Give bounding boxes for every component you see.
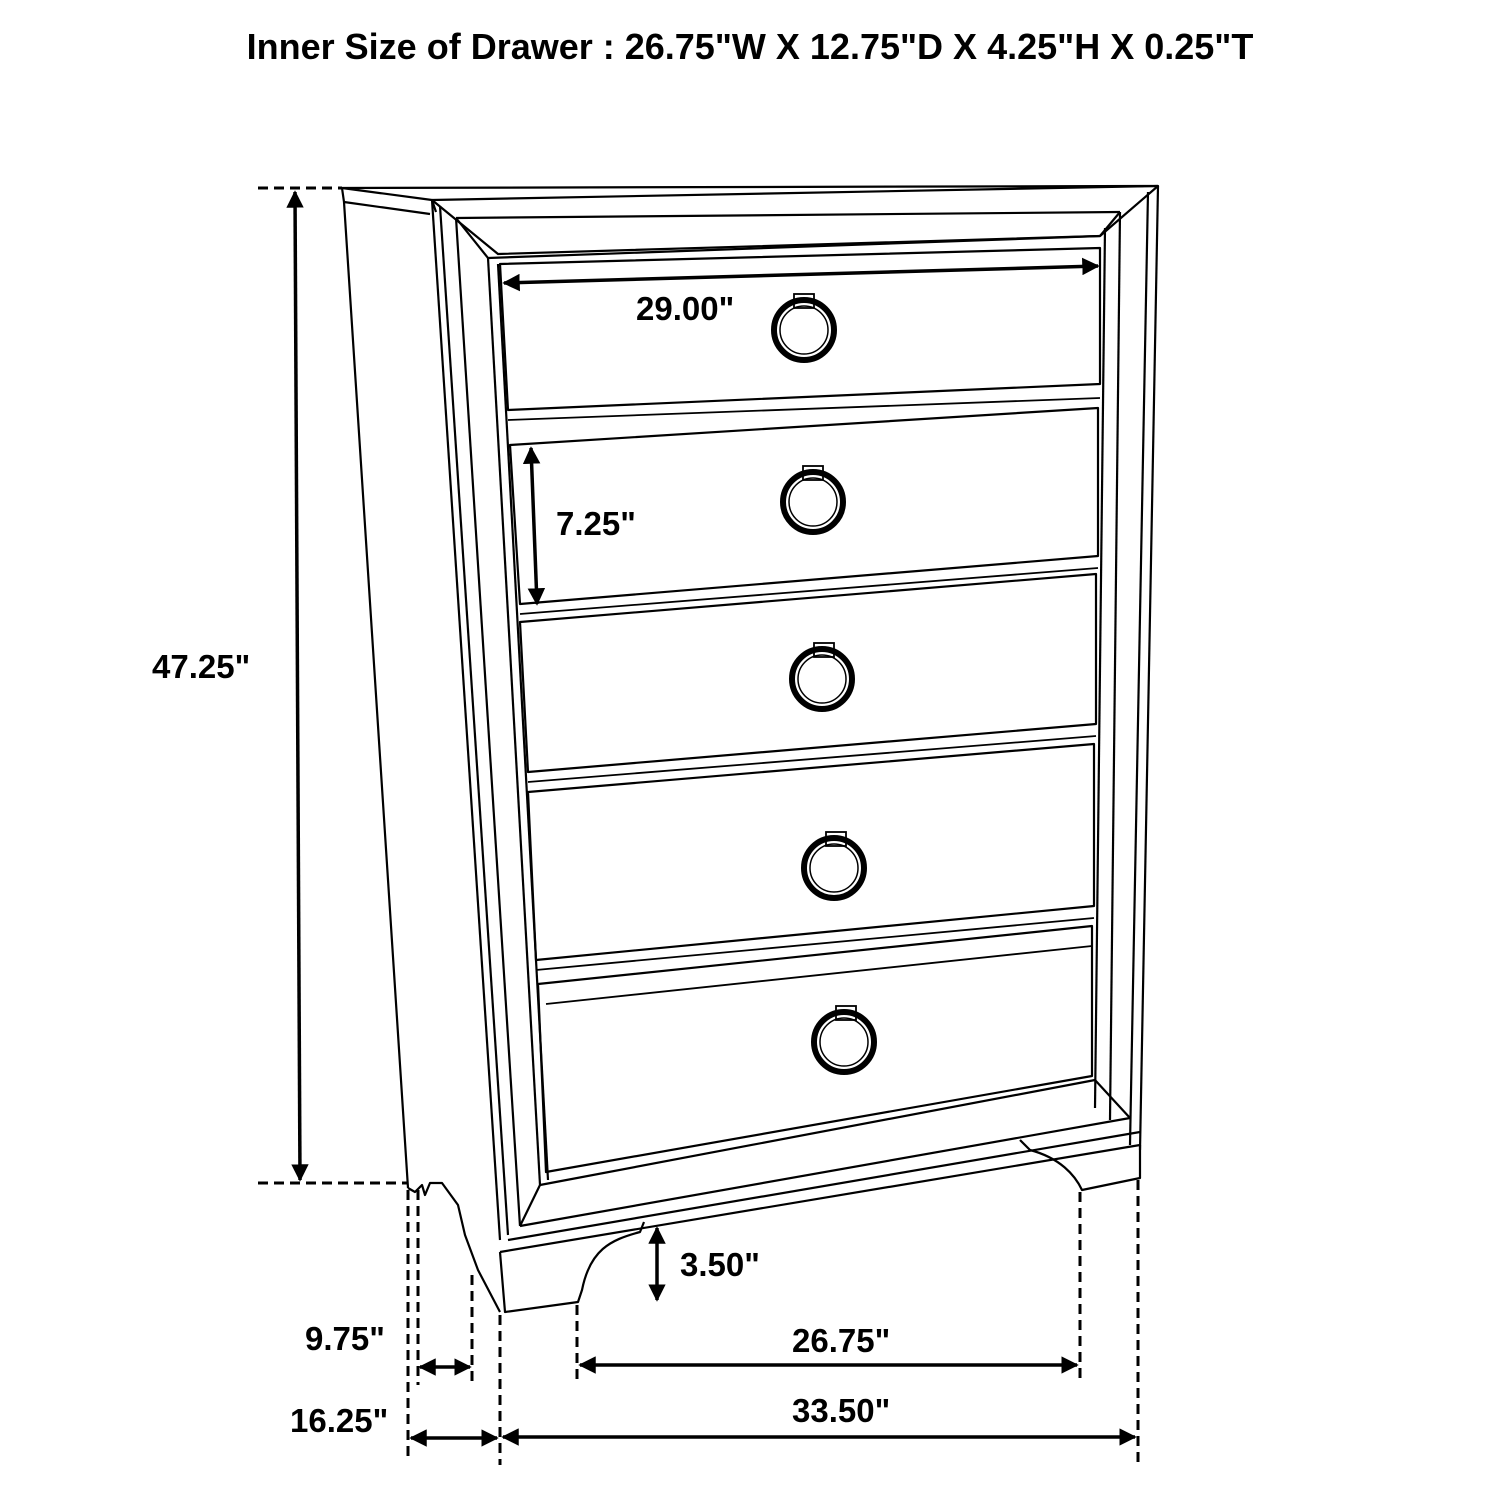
drawer-3[interactable] bbox=[518, 572, 1098, 783]
drawer-1[interactable] bbox=[498, 246, 1102, 421]
front-left-foot bbox=[498, 1221, 646, 1314]
drawer-2[interactable] bbox=[508, 406, 1100, 615]
ring-pull-icon bbox=[789, 642, 855, 712]
inner-leg-width-label: 26.75" bbox=[792, 1322, 890, 1359]
ring-pull-icon bbox=[811, 1005, 877, 1075]
overall-height-label: 47.25" bbox=[152, 648, 250, 685]
dimension-drawer-height: 7.25" bbox=[522, 446, 636, 606]
ring-pull-icon bbox=[801, 831, 867, 901]
side-foot bbox=[407, 1181, 501, 1313]
drawer-5[interactable] bbox=[536, 924, 1094, 1174]
dimension-inner-depth: 9.75" bbox=[305, 1190, 474, 1385]
leg-height-label: 3.50" bbox=[680, 1246, 760, 1283]
dimension-inner-leg-width: 26.75" bbox=[575, 1192, 1082, 1380]
inner-depth-label: 9.75" bbox=[305, 1320, 385, 1357]
drawer-width-label: 29.00" bbox=[636, 290, 734, 327]
dimension-drawer-width: 29.00" bbox=[502, 257, 1100, 327]
front-right-foot bbox=[1019, 1139, 1142, 1192]
dimension-overall-width: 33.50" bbox=[498, 1180, 1140, 1465]
dimension-leg-height: 3.50" bbox=[648, 1226, 760, 1302]
inner-drawer-size-title: Inner Size of Drawer : 26.75"W X 12.75"D… bbox=[246, 26, 1254, 67]
overall-width-label: 33.50" bbox=[792, 1392, 890, 1429]
drawer-4[interactable] bbox=[526, 742, 1096, 971]
dimension-overall-depth: 16.25" bbox=[290, 1190, 499, 1460]
ring-pull-icon bbox=[771, 293, 837, 363]
ring-pull-icon bbox=[780, 465, 846, 535]
drawer-height-label: 7.25" bbox=[556, 505, 636, 542]
dimension-overall-height: 47.25" bbox=[152, 186, 408, 1185]
overall-depth-label: 16.25" bbox=[290, 1402, 388, 1439]
chest-body bbox=[340, 184, 1160, 1254]
